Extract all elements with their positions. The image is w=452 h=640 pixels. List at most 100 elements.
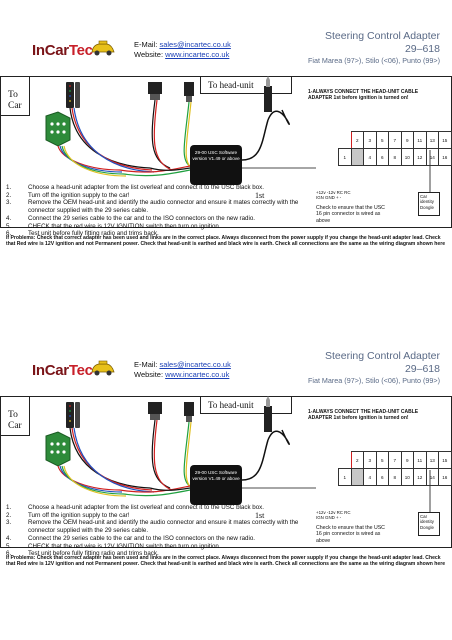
pin-cell: 12 (413, 468, 427, 486)
pin-cell: 13 (425, 131, 439, 149)
pin-cell: 11 (413, 451, 427, 469)
step-number: 6. (6, 550, 12, 558)
car-connector-black (66, 82, 80, 108)
step-item: 3. Remove the OEM head-unit and identify … (6, 519, 311, 534)
car-identity-dongle: Car identity Dongle (418, 512, 440, 536)
connect-first-note: 1-ALWAYS CONNECT THE HEAD-UNIT CABLE ADA… (308, 409, 419, 422)
pin-cell: 7 (388, 451, 402, 469)
head-unit-jack-plug (264, 76, 272, 112)
step-number: 6. (6, 230, 12, 238)
product-code: 29–618 (404, 363, 440, 375)
step-number: 1. (6, 184, 12, 191)
car-connector-green (45, 111, 71, 147)
vehicle-models: Fiat Marea (97>), Stilo (<06), Punto (99… (307, 56, 440, 65)
product-name: Steering Control Adapter (325, 350, 440, 362)
to-head-unit-label: To head-unit (200, 76, 292, 94)
step-item: 1.Choose a head-unit adapter from the li… (6, 504, 311, 512)
vehicle-models: Fiat Marea (97>), Stilo (<06), Punto (99… (307, 376, 440, 385)
pin-cell: 8 (388, 468, 402, 486)
step-text: CHECK that the red wire is 12V IGNITION … (28, 222, 219, 230)
car-logo-icon (91, 360, 115, 376)
step-text: CHECK that the red wire is 12V IGNITION … (28, 542, 219, 550)
head-unit-iso-connectors (148, 82, 194, 102)
pin-cell (339, 132, 352, 149)
step-item: 5.CHECK that the red wire is 12V IGNITIO… (6, 223, 311, 231)
step-text: Turn off the ignition supply to the car! (28, 511, 130, 519)
step-item: 2.Turn off the ignition supply to the ca… (6, 512, 311, 520)
pin-cell: 10 (400, 148, 414, 166)
to-head-unit-label: To head-unit (200, 396, 292, 414)
pin-cell: 6 (375, 148, 389, 166)
car-connector-black (66, 402, 80, 428)
car-logo-icon (91, 40, 115, 56)
step-item: 4.Connect the 29 series cable to the car… (6, 535, 311, 543)
website-link[interactable]: www.incartec.co.uk (165, 370, 230, 379)
check-wiring-note: Check to ensure that the USC 16 pin conn… (316, 525, 385, 544)
step-text: Remove the OEM head-unit and identify th… (28, 199, 299, 215)
step-item: 6. Test unit before fully fitting radio a… (6, 230, 311, 238)
troubleshooting-note: If Problems: Check that correct adapter … (6, 235, 446, 248)
step-number: 1. (6, 504, 12, 511)
usc-black-box (190, 465, 242, 505)
installation-steps: 1.Choose a head-unit adapter from the li… (6, 184, 311, 238)
car-connector-green (45, 431, 71, 467)
pin-legend: +12v -12v RC RC IGN GND + - (316, 510, 351, 521)
step-number: 3. (6, 199, 12, 207)
step-item: 6.Test unit before fully fitting radio a… (6, 550, 311, 558)
to-car-box (0, 76, 30, 116)
website-link[interactable]: www.incartec.co.uk (165, 50, 230, 59)
step-number: 2. (6, 191, 12, 199)
connect-first-note: 1-ALWAYS CONNECT THE HEAD-UNIT CABLE ADA… (308, 89, 419, 102)
to-car-box (0, 396, 30, 436)
pin-legend: +12v -12v RC RC IGN GND + - (316, 190, 351, 201)
pin-cell: 5 (375, 451, 389, 469)
car-identity-dongle: Car identity Dongle (418, 192, 440, 216)
pin-cell: 10 (400, 468, 414, 486)
pin-cell: 15 (438, 131, 452, 149)
step-text: Connect the 29 series cable to the car a… (28, 534, 256, 542)
incartec-logo: InCarTec (32, 36, 115, 66)
pin-cell (350, 468, 364, 486)
usc-label: 29-00 USC Software version V1.49 or abov… (192, 150, 240, 161)
usc-label: 29-00 USC Software version V1.49 or abov… (192, 470, 240, 481)
step-text: Test unit before fully fitting radio and… (28, 230, 159, 238)
usc-black-box (190, 145, 242, 185)
to-car-label: To Car (8, 90, 22, 111)
pin-cell: 16 (438, 468, 452, 486)
contact-block: E-Mail: sales@incartec.co.uk Website: ww… (134, 360, 231, 379)
pin-cell: 11 (413, 131, 427, 149)
pin-cell: 6 (375, 468, 389, 486)
wiring-diagram (45, 76, 431, 192)
product-name: Steering Control Adapter (325, 30, 440, 42)
step-item: 5.CHECK that the red wire is 12V IGNITIO… (6, 543, 311, 551)
product-title: Steering Control Adapter 29–618 Fiat Mar… (308, 30, 440, 65)
product-title: Steering Control Adapter 29–618 Fiat Mar… (308, 350, 440, 385)
pin-cell: 12 (413, 148, 427, 166)
first-marker: 1st (255, 191, 265, 200)
wire-harness (57, 99, 193, 177)
pin-cell: 15 (438, 451, 452, 469)
email-link[interactable]: sales@incartec.co.uk (159, 40, 231, 49)
pin-cell: 14 (425, 468, 439, 486)
pin-cell: 8 (388, 148, 402, 166)
step-text: Turn off the ignition supply to the car! (28, 191, 130, 199)
first-marker: 1st (255, 511, 265, 520)
pin-cell (350, 148, 364, 166)
step-item: 2. Turn off the ignition supply to the ca… (6, 192, 311, 200)
step-number: 3. (6, 519, 12, 527)
troubleshooting-note: If Problems: Check that correct adapter … (6, 555, 446, 568)
step-item: 1.Choose a head-unit adapter from the li… (6, 184, 311, 192)
pin-cell: 14 (425, 148, 439, 166)
instruction-sheet-1: InCarTec E-Mail: sales@incartec.co.uk We… (0, 30, 452, 248)
step-item: 3. Remove the OEM head-unit and identify … (6, 199, 311, 214)
pin-cell: 2 (350, 131, 364, 149)
step-text: Remove the OEM head-unit and identify th… (28, 519, 299, 535)
step-text: Connect the 29 series cable to the car a… (28, 214, 256, 222)
pin-cell: 1 (338, 148, 352, 166)
email-link[interactable]: sales@incartec.co.uk (159, 360, 231, 369)
pin-cell: 3 (363, 451, 377, 469)
pin-cell: 16 (438, 148, 452, 166)
head-unit-jack-plug (264, 396, 272, 432)
